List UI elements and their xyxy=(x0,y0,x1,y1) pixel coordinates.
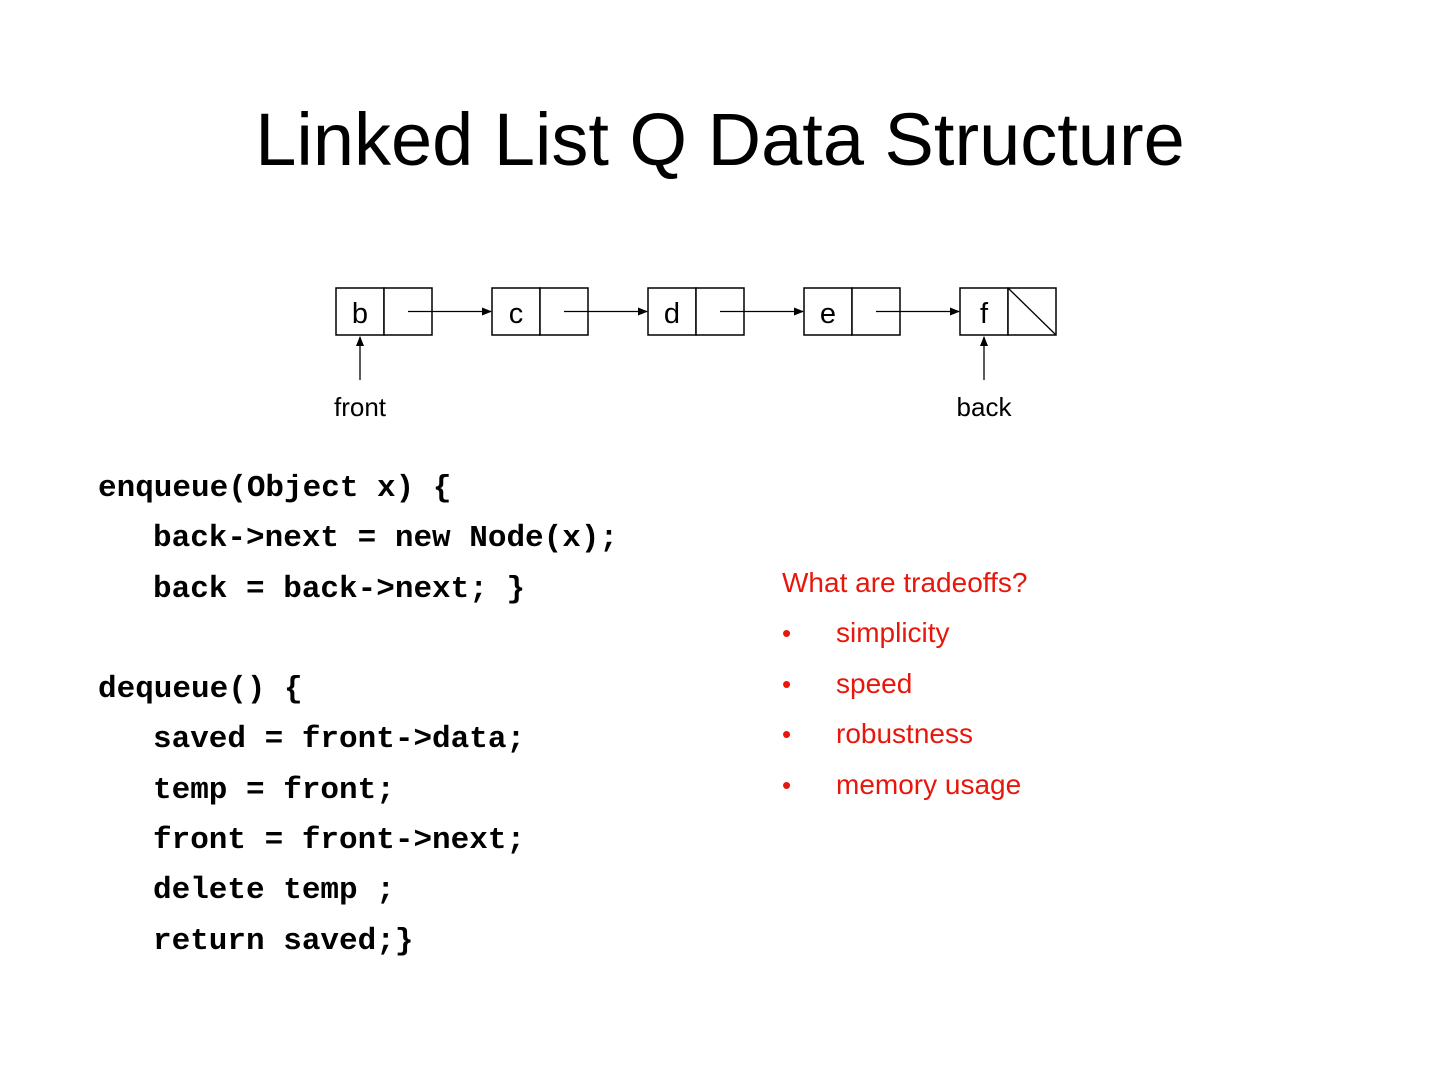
list-nodes: b c d e f xyxy=(335,287,1057,336)
tradeoff-item: • memory usage xyxy=(782,764,1282,806)
back-pointer-label: back xyxy=(957,392,1013,422)
node-label: e xyxy=(820,298,836,330)
code-block: enqueue(Object x) { back->next = new Node… xyxy=(98,464,738,967)
tradeoff-item: • robustness xyxy=(782,713,1282,755)
back-pointer: back xyxy=(957,336,1013,422)
code-line: front = front->next; xyxy=(153,823,526,859)
node-label: f xyxy=(980,298,989,330)
tradeoffs-list: • simplicity • speed • robustness • memory usag… xyxy=(782,612,1282,806)
tradeoff-label: robustness xyxy=(836,718,973,749)
queue-pointers: front back xyxy=(334,336,1013,422)
node-label: b xyxy=(352,298,368,330)
node-data-cell xyxy=(959,287,1009,336)
node-data-cell xyxy=(803,287,853,336)
tradeoffs-heading: What are tradeoffs? xyxy=(782,567,1028,598)
code-line: delete temp ; xyxy=(153,873,395,909)
node-data-cell xyxy=(647,287,697,336)
bullet-icon: • xyxy=(782,618,792,648)
tradeoff-item: • speed xyxy=(782,663,1282,705)
code-line: enqueue(Object x) { xyxy=(98,471,452,506)
code-line: dequeue() { xyxy=(98,672,303,708)
bullet-icon: • xyxy=(782,668,792,699)
front-pointer: front xyxy=(334,336,387,422)
linked-list-diagram: b c d e f front back xyxy=(334,287,1057,422)
code-line: temp = front; xyxy=(153,772,395,808)
bullet-icon: • xyxy=(782,769,792,800)
node-label: c xyxy=(509,298,524,330)
list-node: f xyxy=(959,287,1057,336)
node-data-cell xyxy=(335,287,385,336)
bullet-icon: • xyxy=(782,719,792,749)
front-pointer-label: front xyxy=(334,392,387,422)
tradeoff-item: • simplicity xyxy=(782,612,1282,654)
node-label: d xyxy=(664,298,680,330)
code-line: back = back->next; } xyxy=(153,571,526,607)
slide-title: Linked List Q Data Structure xyxy=(255,98,1185,181)
tradeoff-label: memory usage xyxy=(836,768,1022,800)
code-line: return saved;} xyxy=(153,923,414,959)
tradeoff-label: simplicity xyxy=(836,617,950,648)
tradeoffs-panel: What are tradeoffs? • simplicity • speed • ro… xyxy=(782,562,1282,814)
code-line: saved = front->data; xyxy=(153,722,526,758)
code-line: back->next = new Node(x); xyxy=(153,521,619,557)
code-line xyxy=(98,615,738,665)
node-data-cell xyxy=(491,287,541,336)
null-pointer-slash xyxy=(1007,287,1057,336)
tradeoff-label: speed xyxy=(836,667,913,699)
